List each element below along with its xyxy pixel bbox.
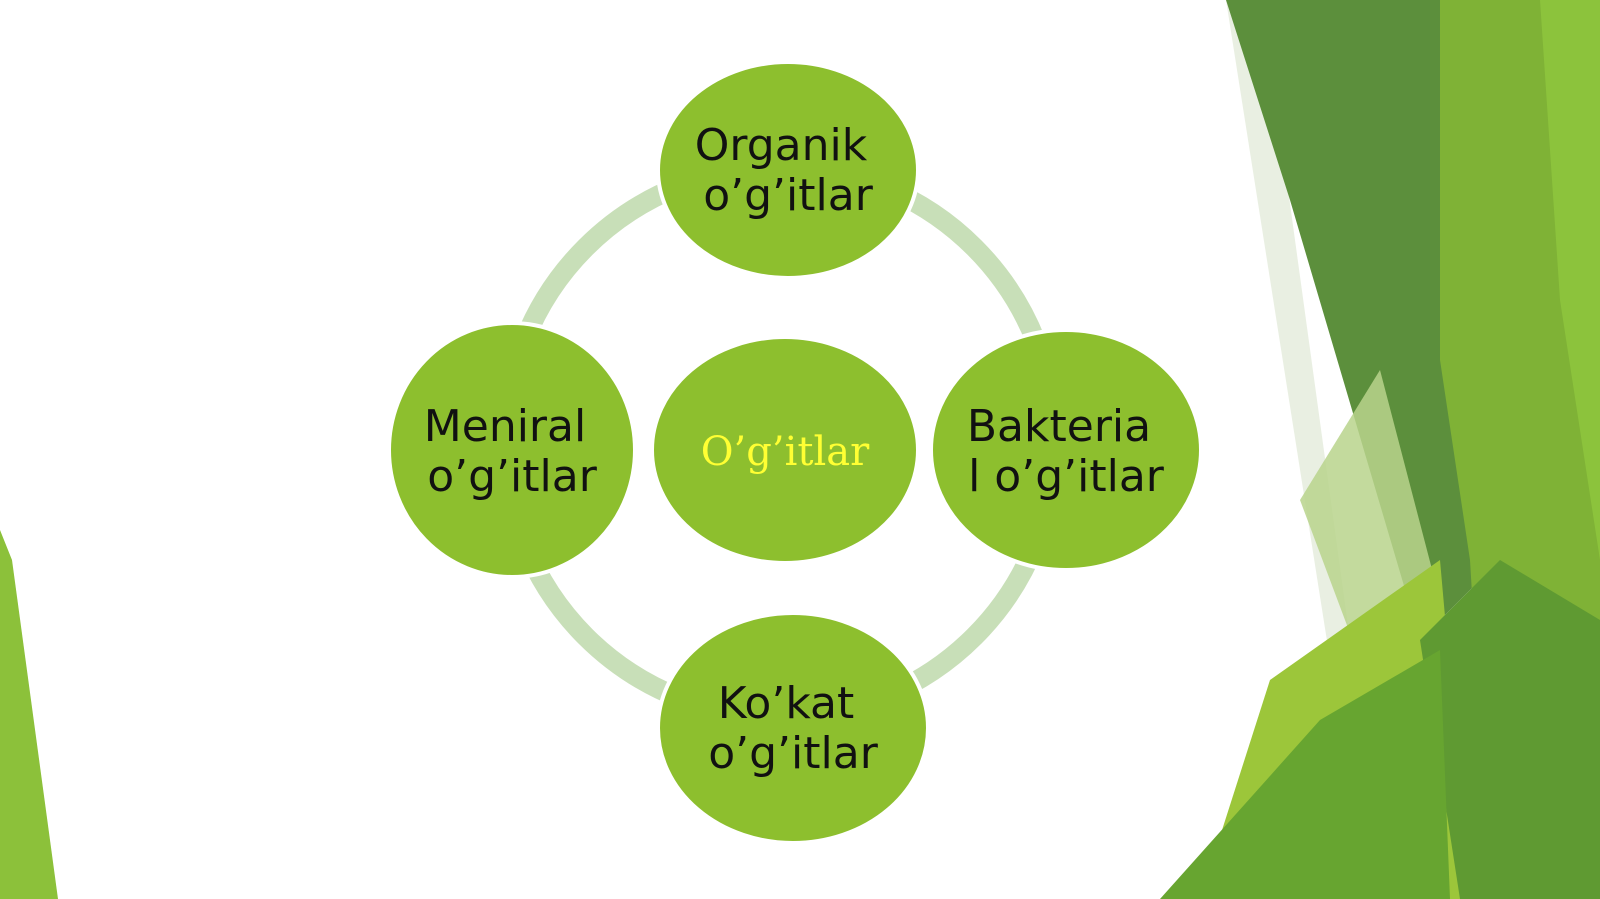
node-bakterial-line-2: l o’g’itlar [968,451,1165,502]
left-edge-sliver [0,530,58,899]
node-bakterial-circle [929,328,1203,572]
node-meniral: Meniral o’g’itlar [387,321,637,579]
node-organik-line-1: Organik [695,120,868,171]
node-organik: Organik o’g’itlar [656,60,920,280]
node-kokat-line-2: o’g’itlar [708,728,878,779]
node-meniral-line-2: o’g’itlar [427,451,597,502]
node-meniral-circle [387,321,637,579]
node-bakterial-label: Bakteria l o’g’itlar [967,401,1165,502]
node-kokat-circle [656,611,930,845]
bottom-right-facet-dark [1420,560,1600,899]
node-bakterial-line-1: Bakteria [967,401,1151,452]
node-bakterial: Bakteria l o’g’itlar [929,328,1203,572]
node-kokat: Ko’kat o’g’itlar [656,611,930,845]
bottom-right-facet-bright [1160,650,1450,899]
node-organik-line-2: o’g’itlar [703,170,873,221]
center-node: O’g’itlar [650,335,920,565]
node-organik-label: Organik o’g’itlar [695,120,881,221]
center-node-label: O’g’itlar [701,429,870,475]
node-kokat-label: Ko’kat o’g’itlar [708,678,878,779]
node-organik-circle [656,60,920,280]
right-facet-bright [1540,0,1600,560]
node-meniral-line-1: Meniral [424,401,586,452]
center-node-circle [650,335,920,565]
right-facet-dark [1226,0,1500,640]
node-meniral-label: Meniral o’g’itlar [424,401,600,502]
node-kokat-line-1: Ko’kat [718,678,855,729]
